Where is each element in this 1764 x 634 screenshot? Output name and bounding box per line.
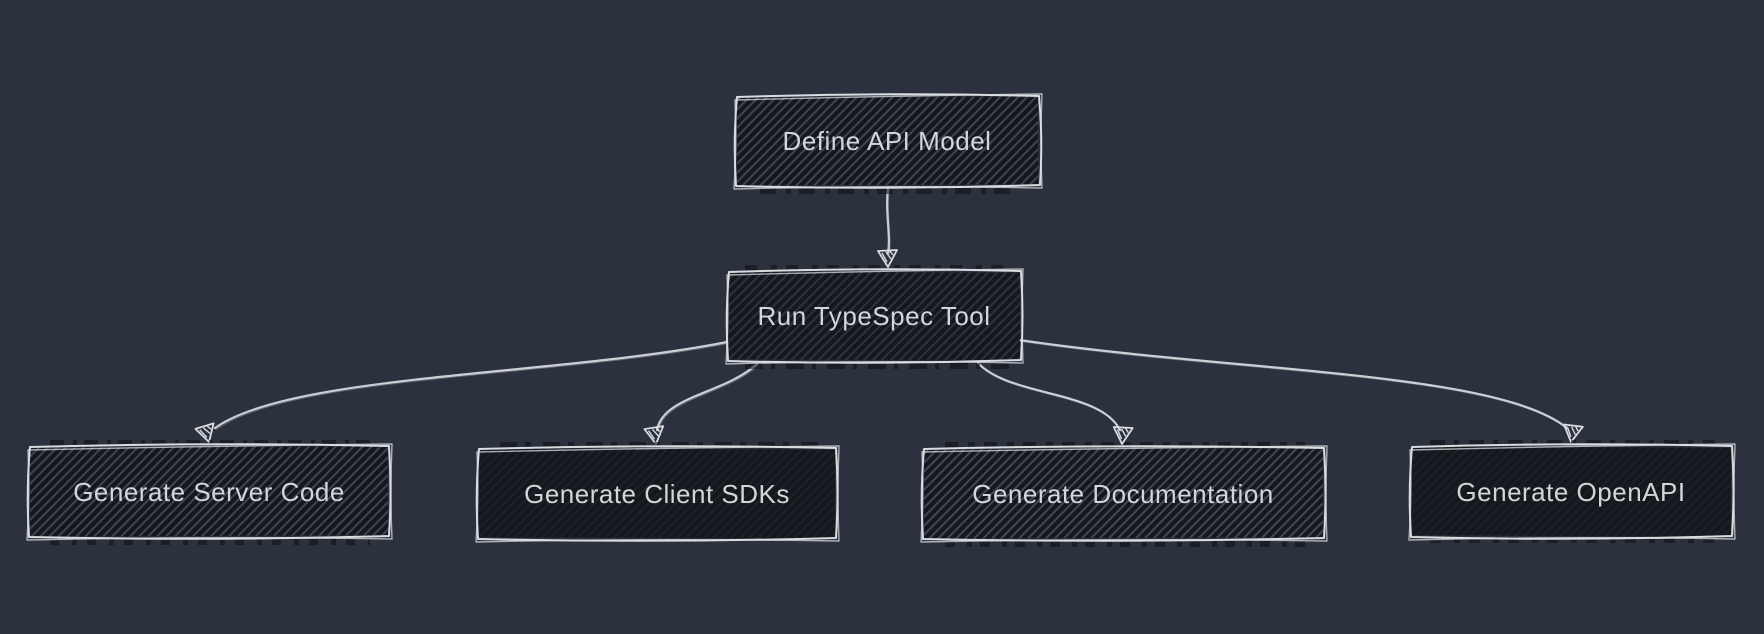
edge-path [976,361,1122,432]
node-label: Define API Model [783,126,992,156]
node-border-sketch [725,268,1024,364]
node-border-echo [920,445,1328,543]
node-border-sketch [1408,443,1735,540]
edge-path-echo [978,363,1122,432]
node-border-echo [26,443,393,541]
node-generate-client-sdks: Generate Client SDKs [475,442,840,543]
node-border-sketch [920,445,1327,542]
node-hatch [29,446,389,537]
node-border-echo [725,268,1024,365]
edge-path [886,186,890,255]
node-define-api-model: Define API Model [733,93,1043,194]
node-hatch [923,448,1324,539]
node-hatch [1411,446,1732,537]
node-label: Generate Documentation [972,479,1274,509]
edge-run-typespec-tool-to-generate-documentation [976,361,1134,446]
node-border-sketch [733,93,1043,189]
node-border-echo [475,445,840,543]
node-hatch [478,448,836,539]
edge-path [213,340,729,430]
node-border-sketch [475,445,839,542]
edge-path-echo [887,188,891,255]
node-label: Generate Client SDKs [524,479,790,509]
node-border-echo [733,93,1043,190]
edge-run-typespec-tool-to-generate-server-code [194,340,729,446]
node-label: Run TypeSpec Tool [757,301,990,331]
node-generate-openapi: Generate OpenAPI [1408,440,1736,543]
edge-path-echo [1006,338,1569,430]
node-border-sketch [26,443,392,540]
node-border-echo [1408,443,1736,541]
edge-run-typespec-tool-to-generate-openapi [1004,336,1584,445]
edge-define-api-model-to-run-typespec-tool [877,186,898,268]
node-hatch [736,96,1039,186]
edge-path-echo [657,364,759,432]
node-generate-server-code: Generate Server Code [26,440,393,545]
node-run-typespec-tool: Run TypeSpec Tool [725,265,1024,369]
node-hatch [728,271,1021,361]
node-label: Generate Server Code [73,477,345,507]
node-label: Generate OpenAPI [1456,477,1685,507]
edge-path [655,362,759,432]
edge-path-echo [215,342,729,430]
node-generate-documentation: Generate Documentation [920,442,1328,547]
edge-path [1004,336,1569,430]
edge-run-typespec-tool-to-generate-client-sdks [643,362,759,446]
